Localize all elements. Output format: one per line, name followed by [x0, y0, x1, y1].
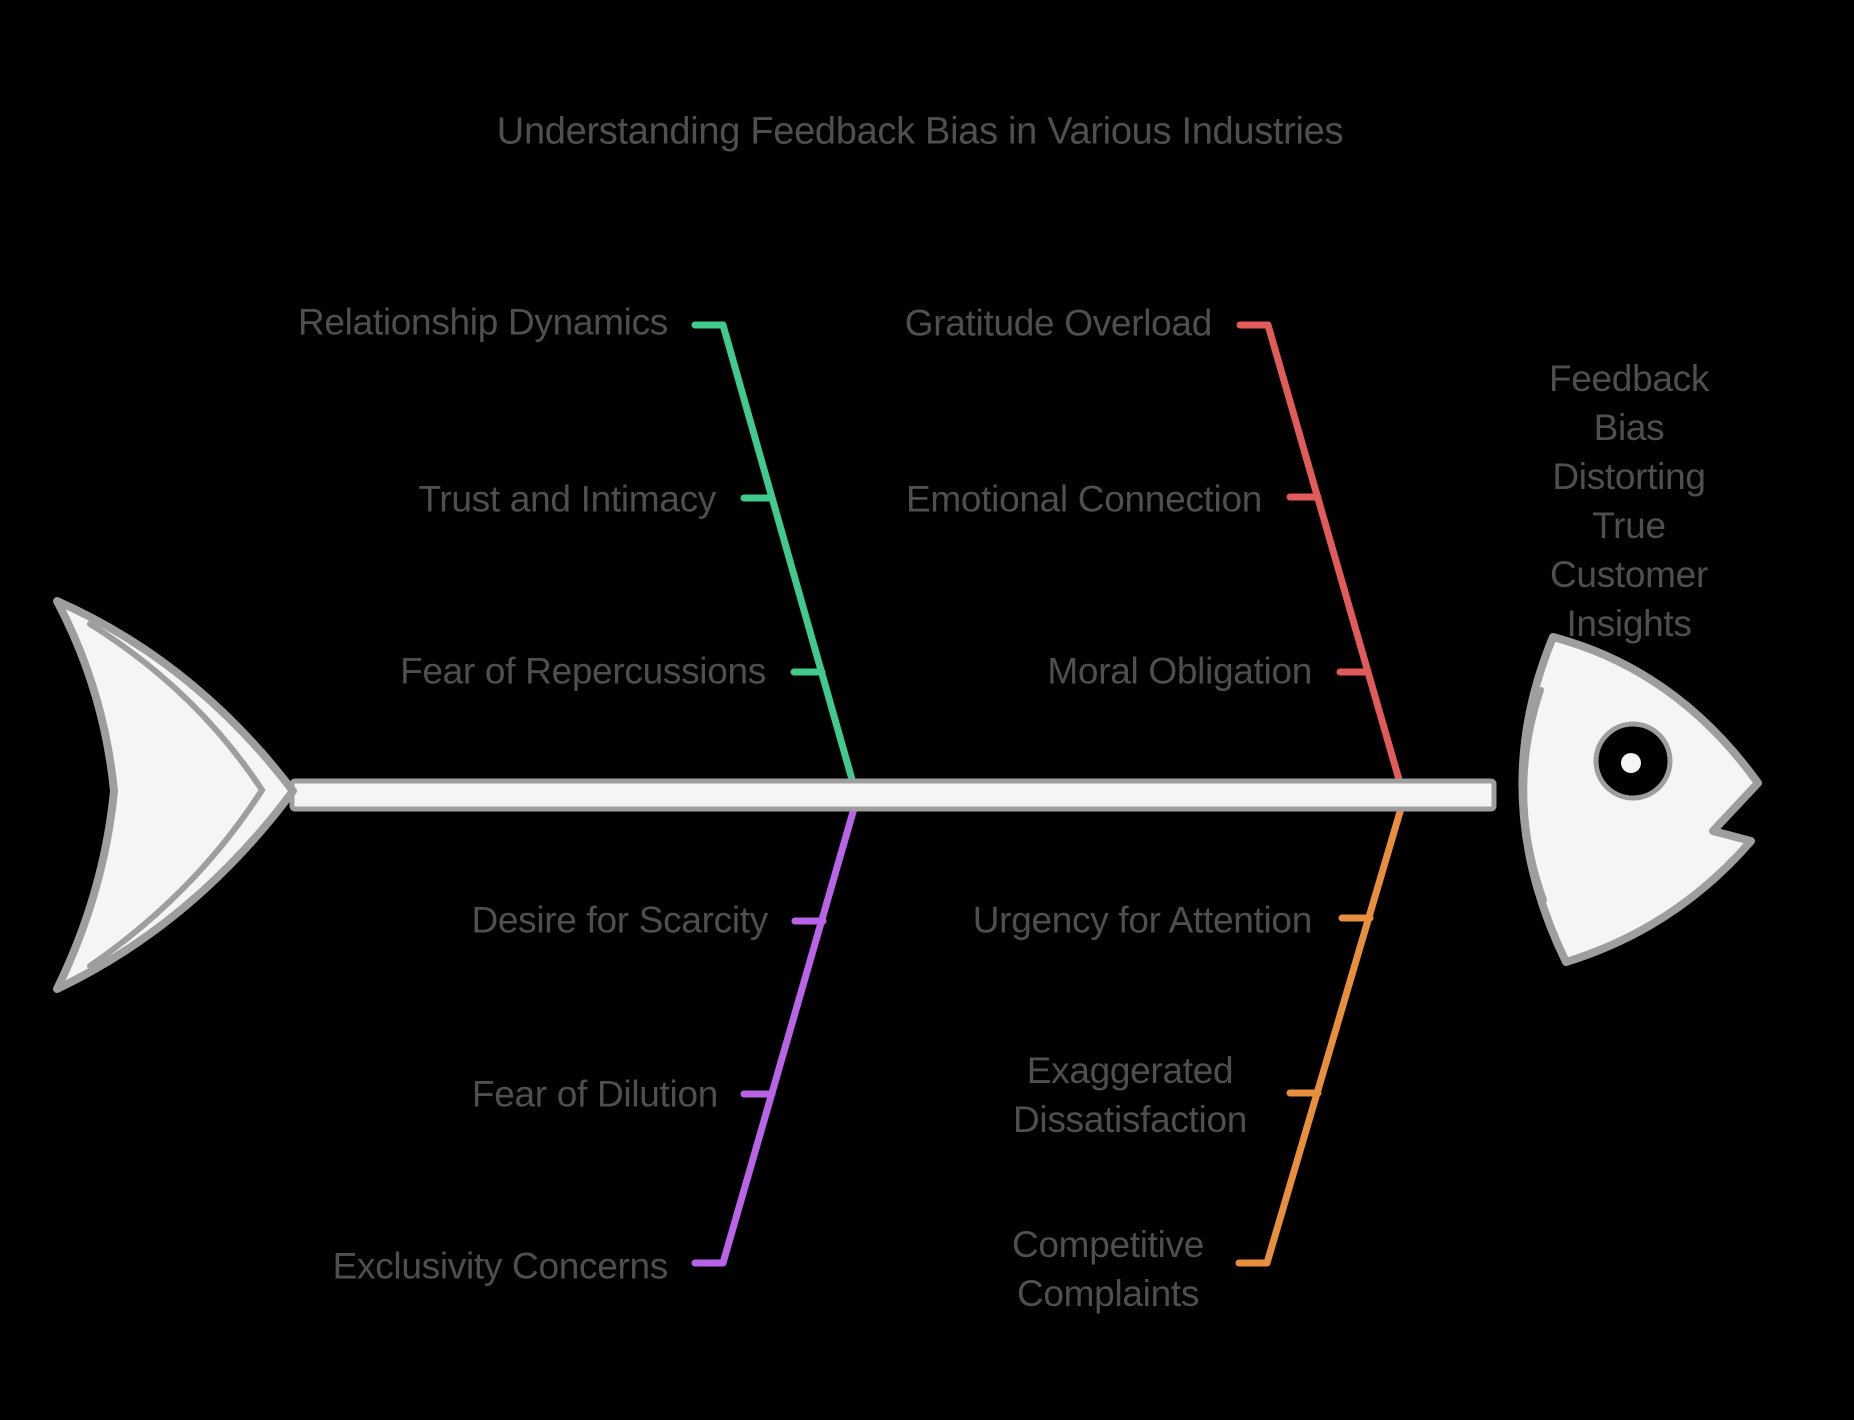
fish-tail-outline: [53, 597, 297, 993]
effect-label: Feedback Bias Distorting True Customer I…: [1548, 358, 1710, 644]
cause-label-desire-for-scarcity: Desire for Scarcity: [471, 899, 768, 941]
fish-spine: [289, 778, 1497, 812]
branch-bottom-right: [1235, 801, 1406, 1267]
diagram-title: Understanding Feedback Bias in Various I…: [496, 110, 1344, 153]
cause-label-exaggerated-dissatisfaction: Exaggerated Dissatisfaction: [1012, 1050, 1248, 1140]
cause-label-competitive-complaints: Competitive Complaints: [1011, 1224, 1205, 1314]
cause-label-trust-and-intimacy: Trust and Intimacy: [418, 478, 716, 520]
fish-eye-pupil: [1621, 753, 1641, 773]
cause-label-fear-of-dilution: Fear of Dilution: [471, 1073, 718, 1115]
branch-top-right-line: [1236, 321, 1406, 794]
branch-bottom-left: [691, 801, 859, 1267]
cause-label-exclusivity-concerns: Exclusivity Concerns: [332, 1245, 669, 1287]
cause-label-urgency-for-attention: Urgency for Attention: [972, 899, 1313, 941]
cause-label-fear-of-repercussions: Fear of Repercussions: [400, 650, 766, 692]
branch-top-left: [691, 321, 859, 794]
fish-gill-arc: [1521, 687, 1547, 903]
branch-top-right: [1236, 321, 1406, 794]
branch-bottom-left-line: [691, 801, 859, 1267]
branch-bottom-right-line: [1235, 801, 1406, 1267]
fish-tail-inner-line: [87, 621, 266, 969]
fish-head: [1518, 633, 1762, 966]
cause-label-relationship-dynamics: Relationship Dynamics: [297, 301, 668, 343]
fish-tail: [53, 597, 297, 993]
cause-label-moral-obligation: Moral Obligation: [1047, 650, 1312, 692]
cause-label-gratitude-overload: Gratitude Overload: [904, 302, 1213, 344]
cause-label-emotional-connection: Emotional Connection: [906, 478, 1262, 520]
branch-top-left-line: [691, 321, 859, 794]
